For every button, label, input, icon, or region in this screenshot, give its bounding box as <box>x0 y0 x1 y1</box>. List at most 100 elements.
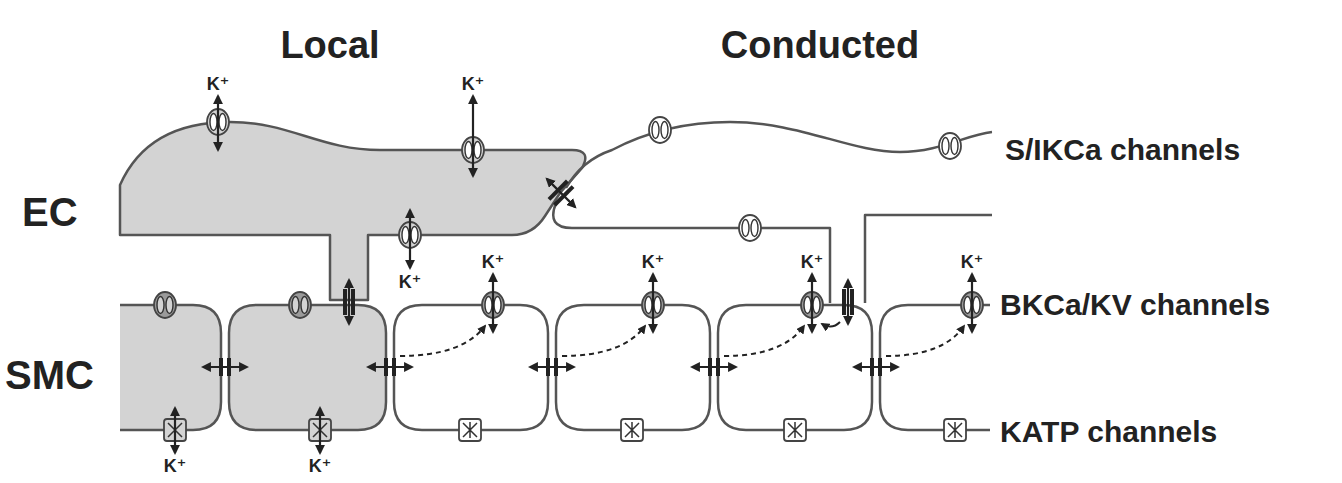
ion-label: K⁺ <box>482 253 505 271</box>
channel-subunit <box>751 220 758 237</box>
column-heading: Local <box>280 26 379 64</box>
channel-subunit <box>652 122 659 139</box>
junction-arrow <box>547 179 575 207</box>
channel-label: KATP channels <box>1000 417 1217 447</box>
column-heading: Conducted <box>721 26 919 64</box>
k-flux-arrow <box>652 274 654 332</box>
gap-junction <box>203 358 247 376</box>
endothelial-layer <box>120 122 992 303</box>
ion-label: K⁺ <box>164 457 187 475</box>
channel-subunit <box>654 297 661 314</box>
channel-subunit <box>485 297 492 314</box>
junction-arrow <box>847 280 849 324</box>
channel-subunit <box>661 122 668 139</box>
channel-body <box>459 419 481 441</box>
channel-subunit <box>494 297 501 314</box>
channel-body <box>784 419 806 441</box>
smooth-muscle-cell <box>394 305 548 430</box>
katp-channel <box>459 419 481 441</box>
channel-subunit <box>948 422 962 438</box>
junction-arrow <box>203 366 247 368</box>
channel-subunit <box>411 227 418 244</box>
junction-bar <box>343 289 347 315</box>
junction-arrow <box>854 366 898 368</box>
gap-junction <box>854 358 898 376</box>
channel-subunit <box>292 297 299 314</box>
channel-subunit <box>788 422 802 438</box>
channel-subunit <box>166 297 173 314</box>
katp-channel <box>784 419 806 441</box>
ion-label: K⁺ <box>642 253 665 271</box>
myoendothelial-gap-junction <box>343 280 355 324</box>
sk-ik-channel <box>154 292 176 318</box>
smooth-muscle-cell <box>556 305 710 430</box>
katp-channel <box>944 419 966 441</box>
junction-arrow <box>348 280 350 324</box>
k-flux-arrow <box>319 408 321 453</box>
junction-arrow <box>692 366 736 368</box>
ion-label: K⁺ <box>801 253 824 271</box>
channel-label: S/IKCa channels <box>1005 135 1240 165</box>
junction-bar <box>351 289 355 315</box>
endothelial-cell-membrane <box>566 122 992 188</box>
ion-label: K⁺ <box>399 273 422 291</box>
ion-label: K⁺ <box>961 253 984 271</box>
potassium-flux <box>175 96 972 453</box>
channel-body <box>739 215 761 241</box>
channel-subunit <box>804 297 811 314</box>
ion-channels <box>154 109 983 441</box>
spread-arrow <box>400 326 485 356</box>
channel-subunit <box>942 138 949 155</box>
k-flux-arrow <box>174 408 176 453</box>
endothelial-cell-membrane <box>553 203 830 303</box>
myoendothelial-gap-junction <box>842 280 854 324</box>
ion-label: K⁺ <box>309 457 332 475</box>
channel-subunit <box>951 138 958 155</box>
channel-body <box>289 292 311 318</box>
layer-label: SMC <box>5 355 94 395</box>
smooth-muscle-cell-fill <box>556 305 710 430</box>
k-flux-arrow <box>811 274 813 332</box>
channel-subunit <box>463 422 477 438</box>
channel-subunit <box>219 114 226 131</box>
smooth-muscle-layer <box>120 305 990 430</box>
smooth-muscle-cell-fill <box>394 305 548 430</box>
k-flux-arrow <box>472 96 474 176</box>
channel-subunit <box>210 114 217 131</box>
layer-label: EC <box>22 192 78 232</box>
endothelial-cell-local <box>120 122 585 300</box>
channel-body <box>944 419 966 441</box>
gap-junction <box>530 358 574 376</box>
endothelial-gap-junction <box>538 170 585 217</box>
sk-ik-channel <box>289 292 311 318</box>
channel-body <box>649 117 671 143</box>
channel-subunit <box>625 422 639 438</box>
junction-arrow <box>368 366 412 368</box>
gap-junction <box>692 358 736 376</box>
current-spread <box>400 322 964 356</box>
channel-subunit <box>301 297 308 314</box>
spread-arrow <box>886 326 964 356</box>
spread-arrow <box>724 326 804 356</box>
channel-body <box>154 292 176 318</box>
channel-subunit <box>813 297 820 314</box>
spread-arrow <box>822 322 840 327</box>
k-flux-arrow <box>492 274 494 332</box>
junction-bar <box>842 289 846 315</box>
channel-subunit <box>742 220 749 237</box>
sk-ik-channel <box>939 133 961 159</box>
channel-subunit <box>402 227 409 244</box>
gap-junctions <box>203 170 898 376</box>
channel-subunit <box>964 297 971 314</box>
smooth-muscle-cell-fill <box>229 305 386 430</box>
channel-subunit <box>973 297 980 314</box>
gap-junction <box>368 358 412 376</box>
k-flux-arrow <box>409 210 411 268</box>
katp-channel <box>621 419 643 441</box>
sk-ik-channel <box>739 215 761 241</box>
channel-subunit <box>474 142 481 159</box>
sk-ik-channel <box>649 117 671 143</box>
channel-subunit <box>645 297 652 314</box>
